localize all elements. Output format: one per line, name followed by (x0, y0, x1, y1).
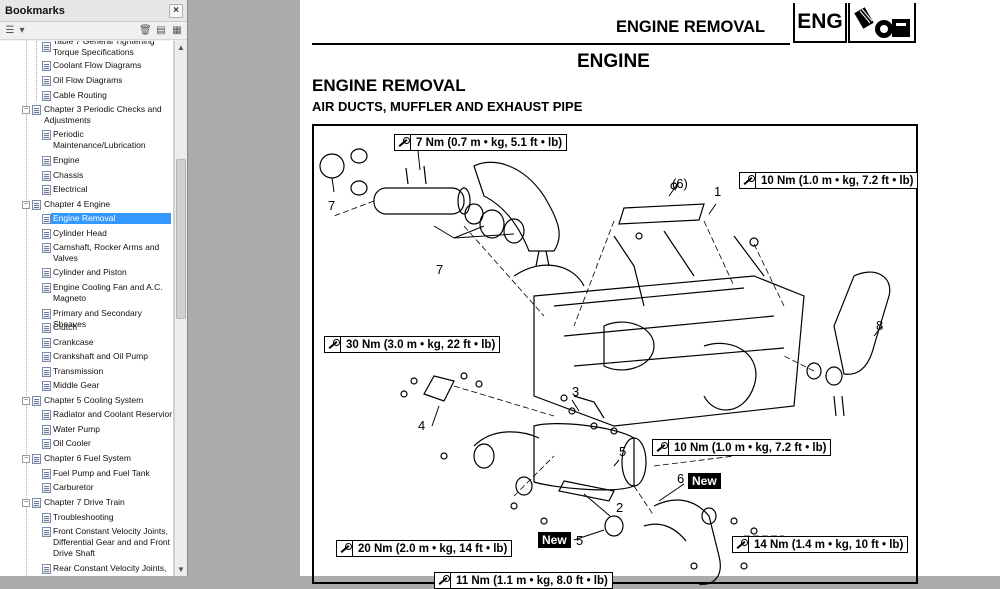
tree-guide (36, 41, 37, 101)
part-callout: 1 (714, 184, 722, 199)
scroll-down-arrow[interactable]: ▼ (177, 565, 185, 574)
page-icon (42, 156, 51, 166)
torque-wrench-icon (395, 135, 411, 150)
part-callout: (6) (672, 176, 688, 191)
bookmark-item[interactable]: Periodic Maintenance/Lubrication (0, 129, 173, 151)
page-icon (42, 185, 51, 195)
expand-toggle[interactable]: − (22, 106, 30, 114)
torque-spec-label: 10 Nm (1.0 m • kg, 7.2 ft • lb) (739, 172, 919, 189)
page-icon (42, 309, 51, 319)
torque-spec-label: 14 Nm (1.4 m • kg, 10 ft • lb) (732, 536, 909, 553)
part-callout: 4 (418, 418, 426, 433)
scroll-thumb[interactable] (176, 159, 186, 319)
page-icon (42, 338, 51, 348)
page-icon (42, 268, 51, 278)
bookmarks-scrollbar[interactable]: ▲ ▼ (174, 41, 187, 576)
page-icon (32, 200, 41, 210)
torque-spec-label: 7 Nm (0.7 m • kg, 5.1 ft • lb) (394, 134, 568, 151)
page-icon (42, 513, 51, 523)
page-icon (42, 410, 51, 420)
engine-section-icon (848, 3, 916, 43)
bookmark-tree: Table 7 General Tightening Torque Specif… (0, 41, 174, 576)
tree-guide (26, 41, 27, 576)
page-icon (42, 283, 51, 293)
page-icon (42, 76, 51, 86)
document-viewport[interactable]: ENGINE REMOVAL ENG ENGINE ENGINE REMOVAL… (188, 0, 1000, 589)
expand-toggle[interactable]: − (22, 201, 30, 209)
part-callout: 7 (328, 198, 336, 213)
expand-toggle[interactable]: − (22, 397, 30, 405)
page-icon (42, 61, 51, 71)
bookmark-chapter[interactable]: − Chapter 3 Periodic Checks and Adjustme… (22, 104, 162, 125)
bookmarks-header: Bookmarks × (0, 0, 187, 22)
page-icon (42, 352, 51, 362)
torque-wrench-icon (653, 440, 669, 455)
part-callout: 7 (436, 262, 444, 277)
expand-toggle[interactable]: − (22, 455, 30, 463)
page-icon (42, 91, 51, 101)
new-bookmark-icon[interactable]: ▤ (156, 24, 166, 36)
torque-spec-label: 20 Nm (2.0 m • kg, 14 ft • lb) (336, 540, 513, 557)
section-badge: ENG (793, 3, 847, 43)
new-part-tag: New (538, 532, 571, 548)
page-icon (32, 105, 41, 115)
bookmark-item[interactable]: Table 7 General Tightening Torque Specif… (0, 41, 173, 58)
page-icon (42, 469, 51, 479)
delete-bookmark-icon[interactable]: 🗑 (139, 24, 152, 36)
page-icon (42, 527, 51, 537)
page-icon (42, 42, 51, 52)
page-icon (42, 130, 51, 140)
part-callout: 2 (616, 500, 624, 515)
page-icon (32, 454, 41, 464)
page-icon (42, 564, 51, 574)
bookmarks-panel: Bookmarks × ☰ ▾ 🗑 ▤ ▦ Table 7 General Ti… (0, 0, 188, 576)
engine-line-drawing (319, 148, 891, 585)
part-callout: 5 (619, 444, 627, 459)
page-icon (42, 229, 51, 239)
expand-toggle[interactable]: − (22, 499, 30, 507)
page-icon (32, 498, 41, 508)
torque-spec-label: 30 Nm (3.0 m • kg, 22 ft • lb) (324, 336, 501, 353)
page-icon (42, 323, 51, 333)
chevron-down-icon: ▾ (19, 24, 25, 36)
bookmark-item[interactable]: Engine Cooling Fan and A.C. Magneto (0, 282, 173, 304)
page-icon (42, 483, 51, 493)
list-options-icon: ☰ (5, 24, 15, 36)
page-icon (42, 381, 51, 391)
part-callout: 5 (576, 533, 584, 548)
bookmark-item[interactable]: Front Constant Velocity Joints, Differen… (0, 526, 173, 560)
part-callout: 3 (572, 384, 580, 399)
bookmarks-toolbar: ☰ ▾ 🗑 ▤ ▦ (0, 22, 187, 40)
scroll-up-arrow[interactable]: ▲ (177, 43, 185, 52)
bookmarks-title: Bookmarks (5, 4, 65, 17)
part-callout: 8 (876, 318, 884, 333)
page-subtitle: ENGINE REMOVAL (312, 76, 466, 95)
page-icon (42, 243, 51, 253)
header-rule (312, 43, 790, 45)
torque-wrench-icon (325, 337, 341, 352)
page-icon (42, 367, 51, 377)
page-icon (42, 171, 51, 181)
torque-wrench-icon (740, 173, 756, 188)
section-title: ENGINE (577, 51, 650, 72)
page-icon (32, 396, 41, 406)
page-subsubtitle: AIR DUCTS, MUFFLER AND EXHAUST PIPE (312, 99, 583, 114)
torque-spec-label: 10 Nm (1.0 m • kg, 7.2 ft • lb) (652, 439, 832, 456)
page-icon (42, 214, 51, 224)
torque-wrench-icon (435, 573, 451, 588)
exploded-view-diagram: 7 Nm (0.7 m • kg, 5.1 ft • lb) 10 Nm (1.… (312, 124, 919, 589)
document-page: ENGINE REMOVAL ENG ENGINE ENGINE REMOVAL… (300, 0, 1000, 589)
torque-spec-label: 11 Nm (1.1 m • kg, 8.0 ft • lb) (434, 572, 613, 589)
new-part-tag: New (688, 473, 721, 489)
close-panel-button[interactable]: × (169, 3, 183, 18)
expand-bookmark-icon[interactable]: ▦ (172, 24, 182, 36)
part-callout: 6 (677, 471, 685, 486)
page-icon (42, 439, 51, 449)
torque-wrench-icon (337, 541, 353, 556)
bookmark-item[interactable]: Camshaft, Rocker Arms and Valves (0, 242, 173, 264)
page-icon (42, 425, 51, 435)
options-menu-button[interactable]: ☰ ▾ (4, 25, 28, 37)
page-header-title: ENGINE REMOVAL (616, 18, 766, 36)
torque-wrench-icon (733, 537, 749, 552)
